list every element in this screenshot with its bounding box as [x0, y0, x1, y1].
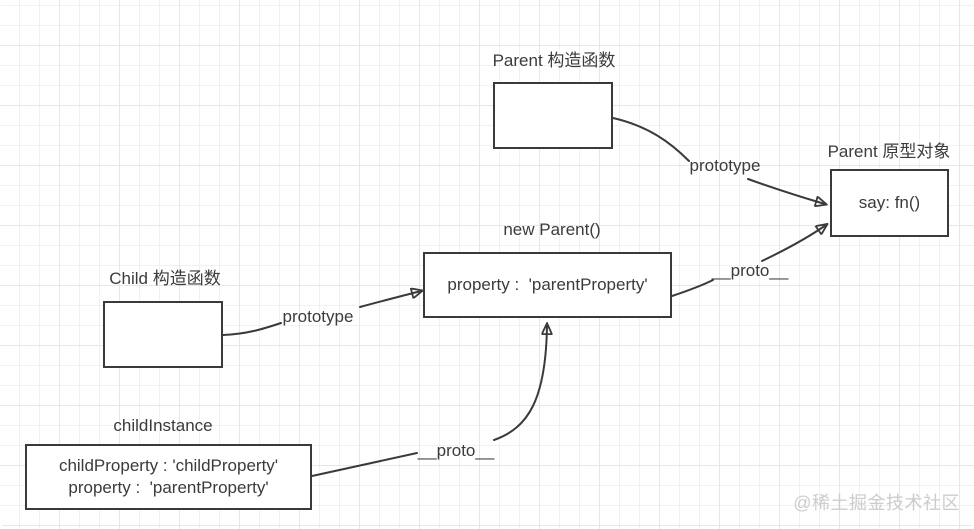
- node-child-constructor: [103, 301, 223, 368]
- edge-child-prototype-segment: [222, 322, 282, 336]
- edge-new-parent-proto-segment: [671, 279, 714, 297]
- node-parent-constructor: [493, 82, 613, 149]
- node-new-parent: property : 'parentProperty': [423, 252, 672, 318]
- node-parent-prototype-title: Parent 原型对象: [827, 142, 951, 161]
- edge-parent-prototype-arrow: [747, 178, 825, 204]
- edge-new-parent-proto-arrow: [761, 225, 826, 262]
- node-child-instance: childProperty : 'childProperty' property…: [25, 444, 312, 510]
- node-child-constructor-title: Child 构造函数: [109, 269, 221, 288]
- edge-new-parent-proto-label: __proto__: [711, 261, 789, 280]
- edge-child-instance-proto-segment: [311, 452, 418, 477]
- node-parent-constructor-title: Parent 构造函数: [492, 51, 616, 70]
- node-new-parent-content: property : 'parentProperty': [447, 275, 648, 294]
- node-child-instance-line2: property : 'parentProperty': [68, 478, 269, 497]
- edge-child-prototype-label: prototype: [282, 307, 354, 326]
- edge-child-instance-proto-arrow: [493, 325, 547, 441]
- juejin-watermark: @稀土掘金技术社区: [793, 493, 960, 513]
- node-parent-prototype-content: say: fn(): [858, 193, 921, 212]
- edge-child-instance-proto-label: __proto__: [417, 441, 495, 460]
- node-parent-prototype: say: fn(): [830, 169, 949, 237]
- edge-child-prototype-arrow: [359, 291, 421, 308]
- edge-parent-prototype-segment: [612, 117, 690, 162]
- node-child-instance-line1: childProperty : 'childProperty': [58, 456, 279, 475]
- node-child-instance-title: childInstance: [113, 416, 213, 435]
- node-new-parent-title: new Parent(): [503, 220, 601, 239]
- edge-parent-prototype-label: prototype: [689, 156, 761, 175]
